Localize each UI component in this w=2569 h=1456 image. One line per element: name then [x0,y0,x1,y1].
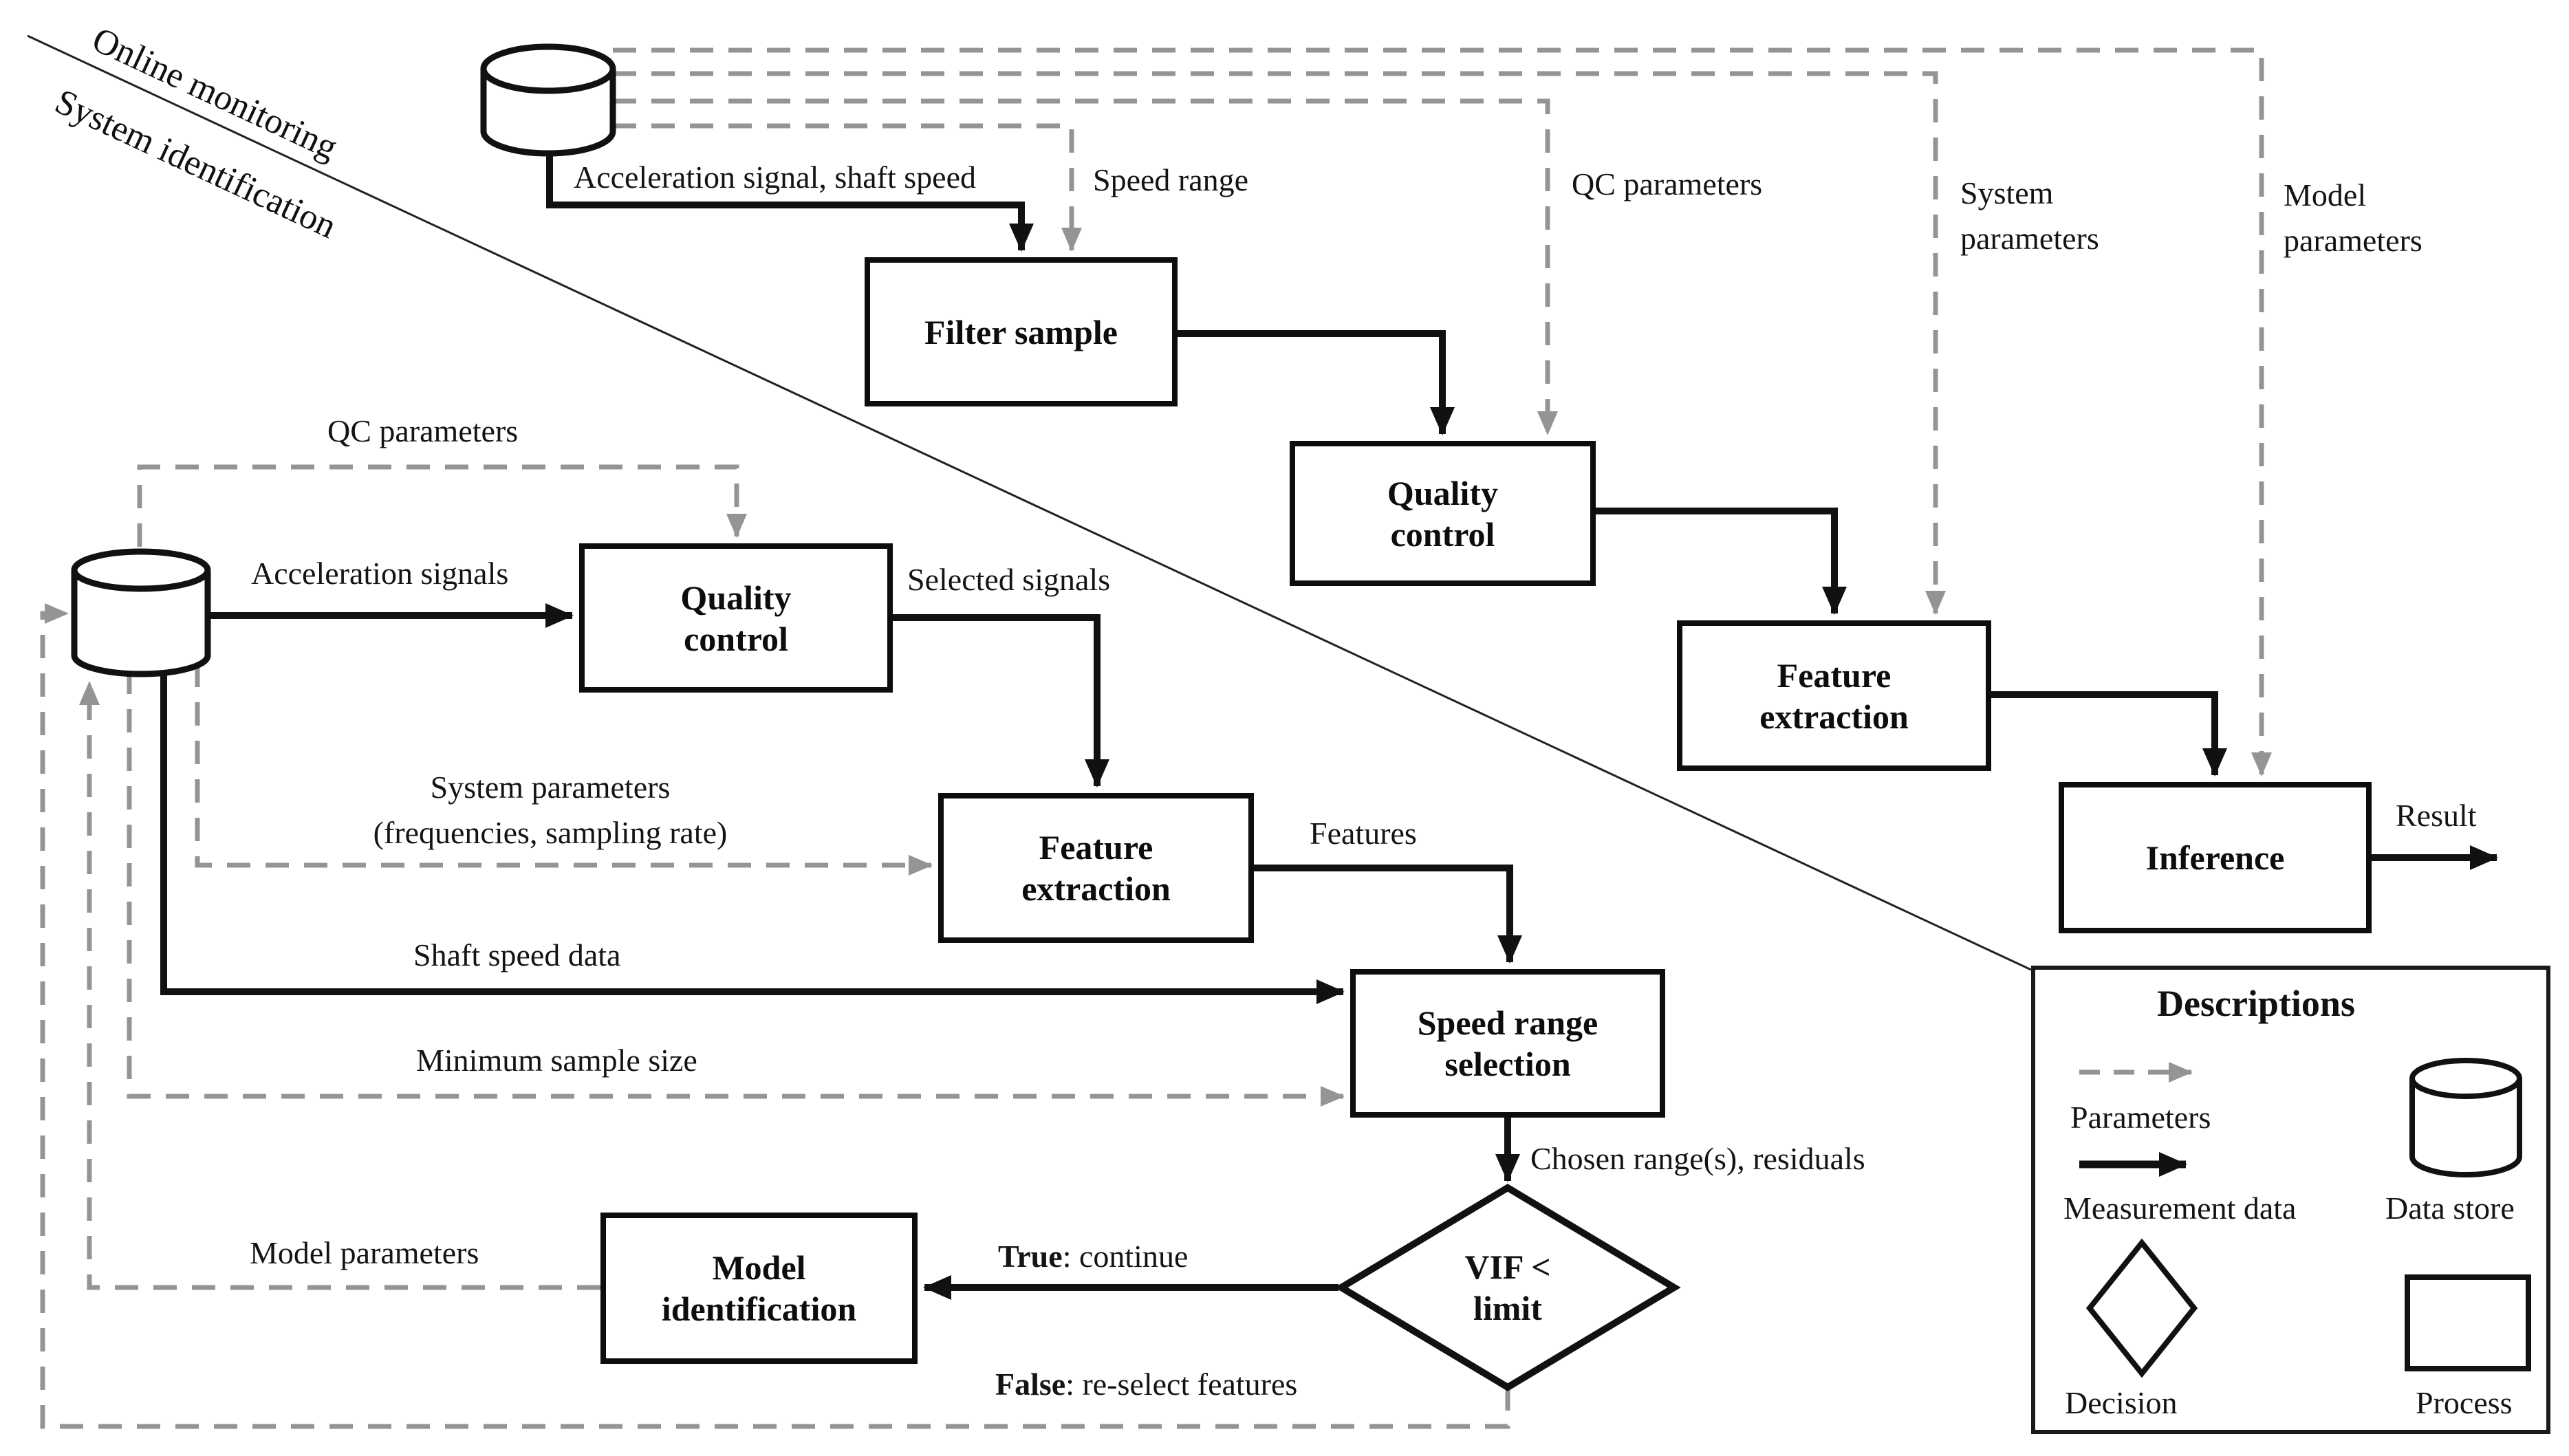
filter-sample-box: Filter sample [865,257,1178,406]
label-system-parameters-online-line1: System [1960,175,2054,210]
legend-label-measurement-data: Measurement data [2063,1191,2297,1226]
label-true-bold: True [998,1239,1063,1274]
label-acceleration-signals: Acceleration signals [251,556,509,591]
feature-extraction-ident-line2: extraction [1021,869,1171,908]
label-qc-parameters-online: QC parameters [1572,166,1763,202]
label-false-bold: False [995,1367,1066,1402]
label-chosen-ranges-residuals: Chosen range(s), residuals [1530,1141,1865,1176]
feature-extraction-ident-line1: Feature [1039,828,1153,867]
legend-label-parameters: Parameters [2070,1100,2211,1135]
speed-range-selection-line1: Speed range [1417,1003,1598,1042]
data-store-cylinder-online [480,43,616,157]
label-false-reselect: False: re-select features [995,1367,1297,1402]
label-true-rest: : continue [1062,1239,1189,1274]
vif-line2: limit [1473,1289,1542,1327]
filter-sample-label: Filter sample [924,312,1118,351]
label-shaft-speed-data: Shaft speed data [413,937,621,973]
quality-control-ident-line2: control [684,619,788,658]
label-result: Result [2396,798,2477,833]
label-system-parameters-ident-line2: (frequencies, sampling rate) [373,815,728,850]
inference-label: Inference [2145,838,2285,877]
flow-selected-signals-line [893,614,1109,787]
feature-extraction-box-online: Feature extraction [1677,620,1991,771]
quality-control-online-line1: Quality [1387,473,1499,512]
param-qc-parameters-line-ident [137,464,747,547]
feature-extraction-online-line1: Feature [1777,655,1891,695]
data-store-cylinder-ident [71,548,211,677]
label-speed-range: Speed range [1093,162,1249,197]
inference-box: Inference [2059,782,2372,933]
label-minimum-sample-size: Minimum sample size [416,1043,697,1078]
model-identification-line2: identification [661,1290,857,1328]
feature-extraction-box-ident: Feature extraction [938,793,1254,943]
label-selected-signals: Selected signals [907,562,1111,597]
legend-box [2031,966,2550,1434]
model-identification-line1: Model [712,1248,806,1287]
legend-title: Descriptions [2157,983,2355,1024]
quality-control-online-line2: control [1390,514,1495,554]
legend-label-data-store: Data store [2385,1191,2515,1226]
label-system-parameters-online-line2: parameters [1960,221,2099,256]
flow-qc-to-fe-line-online [1596,508,1847,615]
feature-extraction-online-line2: extraction [1759,697,1909,736]
flow-fe-to-inference-line [1991,691,2227,776]
speed-range-selection-line2: selection [1444,1045,1571,1083]
quality-control-ident-line1: Quality [680,578,792,617]
label-false-rest: : re-select features [1065,1367,1298,1402]
label-model-parameters-online-line1: Model [2284,177,2367,213]
label-qc-parameters-ident: QC parameters [327,413,519,448]
label-model-parameters-online: Model parameters [2284,173,2422,263]
flow-features-line [1254,865,1522,964]
vif-decision-label: VIF < limit [1405,1246,1611,1329]
quality-control-box-online: Quality control [1290,441,1596,586]
label-acceleration-shaft-speed: Acceleration signal, shaft speed [574,160,976,195]
legend-label-decision: Decision [2065,1385,2178,1420]
flow-filter-to-qc-line [1178,330,1455,435]
model-identification-box: Model identification [600,1213,918,1364]
speed-range-selection-box: Speed range selection [1350,969,1665,1118]
label-system-parameters-online: System parameters [1960,171,2099,261]
label-features: Features [1310,816,1417,851]
quality-control-box-ident: Quality control [579,543,893,693]
label-model-parameters-ident: Model parameters [250,1235,479,1270]
label-system-parameters-ident: System parameters (frequencies, sampling… [289,765,812,856]
legend-label-process: Process [2416,1385,2513,1420]
label-system-parameters-ident-line1: System parameters [430,770,671,805]
vif-line1: VIF < [1464,1248,1551,1286]
label-true-continue: True: continue [998,1239,1188,1274]
label-model-parameters-online-line2: parameters [2284,223,2422,258]
param-system-parameters-line-online [613,71,1946,615]
